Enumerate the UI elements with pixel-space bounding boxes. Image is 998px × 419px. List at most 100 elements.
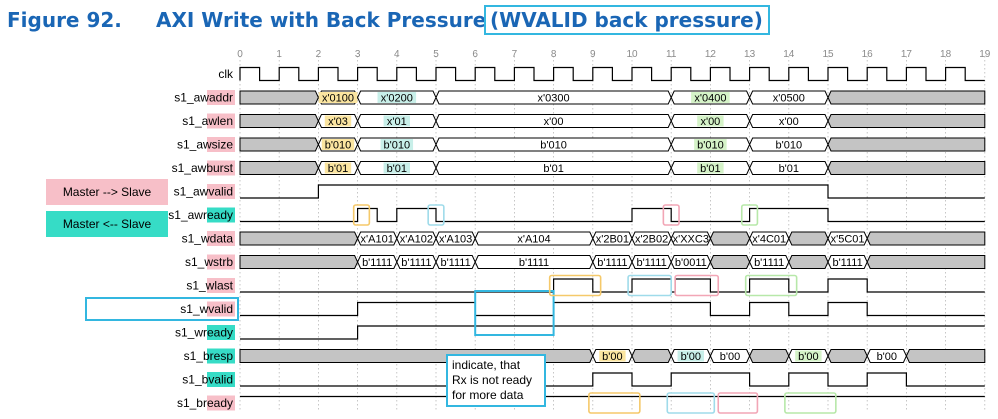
signal-label: s1_wvalid [180,302,233,316]
wvalid-label-highlight [85,297,239,321]
cycle-label: 7 [512,49,518,60]
s1_awready-waveform [240,207,985,223]
bus-value: b'1111 [362,257,392,269]
handshake-highlight [784,392,837,414]
handshake-highlight [674,274,720,297]
bus-value: x'4C01 [752,234,786,246]
bus-value: b'00 [602,351,622,363]
bus-segment [749,349,790,363]
signal-label-tag [207,372,235,387]
cycle-label: 17 [901,49,913,60]
bus-value: b'010 [384,140,411,152]
cycle-label: 0 [237,49,243,60]
handshake-highlight [427,204,445,226]
bus-value: x'0500 [773,93,805,105]
signal-label: s1_bready [177,396,233,410]
bus-segment [709,255,751,269]
handshake-highlight [474,290,555,336]
signal-label: s1_bresp [184,349,234,363]
note-line: for more data [452,388,524,402]
bus-value: b'00 [720,351,740,363]
bus-segment [239,114,319,128]
cycle-label: 9 [590,49,596,60]
handshake-highlight [666,392,716,414]
bus-value: b'010 [540,140,567,152]
cycle-label: 15 [822,49,834,60]
bus-segment [827,349,868,363]
cycle-label: 12 [705,49,717,60]
legend-master-from-slave: Master <-- Slave [46,211,168,237]
cycle-label: 13 [744,49,756,60]
signal-label-tag [207,231,235,246]
bus-value: b'1111 [440,257,470,269]
value-highlight [321,139,355,150]
bus-segment [631,349,672,363]
cycle-label: 18 [940,49,952,60]
handshake-highlight [627,274,673,297]
cycle-label: 14 [783,49,795,60]
signal-label-tag [207,301,235,317]
s1_wready-waveform [240,325,985,340]
bus-segment [827,137,986,152]
signal-label: s1_awsize [177,138,233,152]
bus-value: b'010 [776,140,803,152]
signal-label: s1_wstrb [185,255,233,269]
figure-header: Figure 92. AXI Write with Back Pressure … [0,0,998,40]
clk-waveform [239,66,985,82]
bus-value: x'A103 [439,234,472,246]
value-highlight [383,162,410,174]
signal-label-tag [207,137,235,152]
cycle-label: 10 [626,49,638,60]
note-line: Rx is not ready [452,373,533,387]
bus-value: x'A102 [400,234,433,246]
figure-callout: (WVALID back pressure) [484,5,770,35]
bus-value: x'0400 [694,93,726,105]
cycle-label: 11 [666,49,677,60]
bus-segment [827,90,986,105]
signal-label-tag [207,325,235,340]
bus-value: b'00 [798,351,818,363]
bus-value: b'1111 [597,257,627,269]
bus-value: x'XXC3 [673,234,709,246]
figure-title: AXI Write with Back Pressure [156,8,487,32]
bus-segment [866,231,986,246]
bus-value: x'01 [387,116,407,128]
note-callout: indicate, that Rx is not ready for more … [446,354,546,407]
value-highlight [383,115,410,127]
bus-value: b'1111 [401,257,431,269]
value-highlight [599,350,626,362]
bus-value: x'2B01 [596,234,629,246]
cycle-label: 3 [355,49,361,60]
bus-value: b'010 [697,140,724,152]
handshake-highlight [662,204,680,226]
bus-value: b'0011 [675,257,707,269]
cycle-label: 6 [472,49,478,60]
value-highlight [377,92,417,103]
signal-label: clk [218,67,234,81]
signal-label-tag [207,160,235,176]
handshake-highlight [717,392,759,414]
value-highlight [697,115,724,127]
bus-segment [239,231,359,246]
bus-value: x'2B02 [635,234,668,246]
bus-segment [709,231,751,246]
signal-label-tag [207,254,235,270]
cycle-label: 5 [433,49,439,60]
value-highlight [324,162,352,174]
value-highlight [694,139,727,150]
s1_bvalid-waveform [240,372,985,387]
signal-label-tag [207,113,235,129]
bus-value: b'01 [700,163,720,175]
bus-value: x'A101 [361,234,394,246]
handshake-highlight [744,274,798,297]
signal-label-tag [207,395,235,411]
handshake-highlight [352,204,371,226]
bus-value: b'1111 [519,257,549,269]
bus-value: b'01 [387,163,407,175]
bus-value: x'A104 [517,234,550,246]
bus-value: b'01 [779,163,799,175]
signal-label-tag [207,278,235,293]
signal-label: s1_wlast [186,279,233,293]
cycle-label: 8 [551,49,557,60]
